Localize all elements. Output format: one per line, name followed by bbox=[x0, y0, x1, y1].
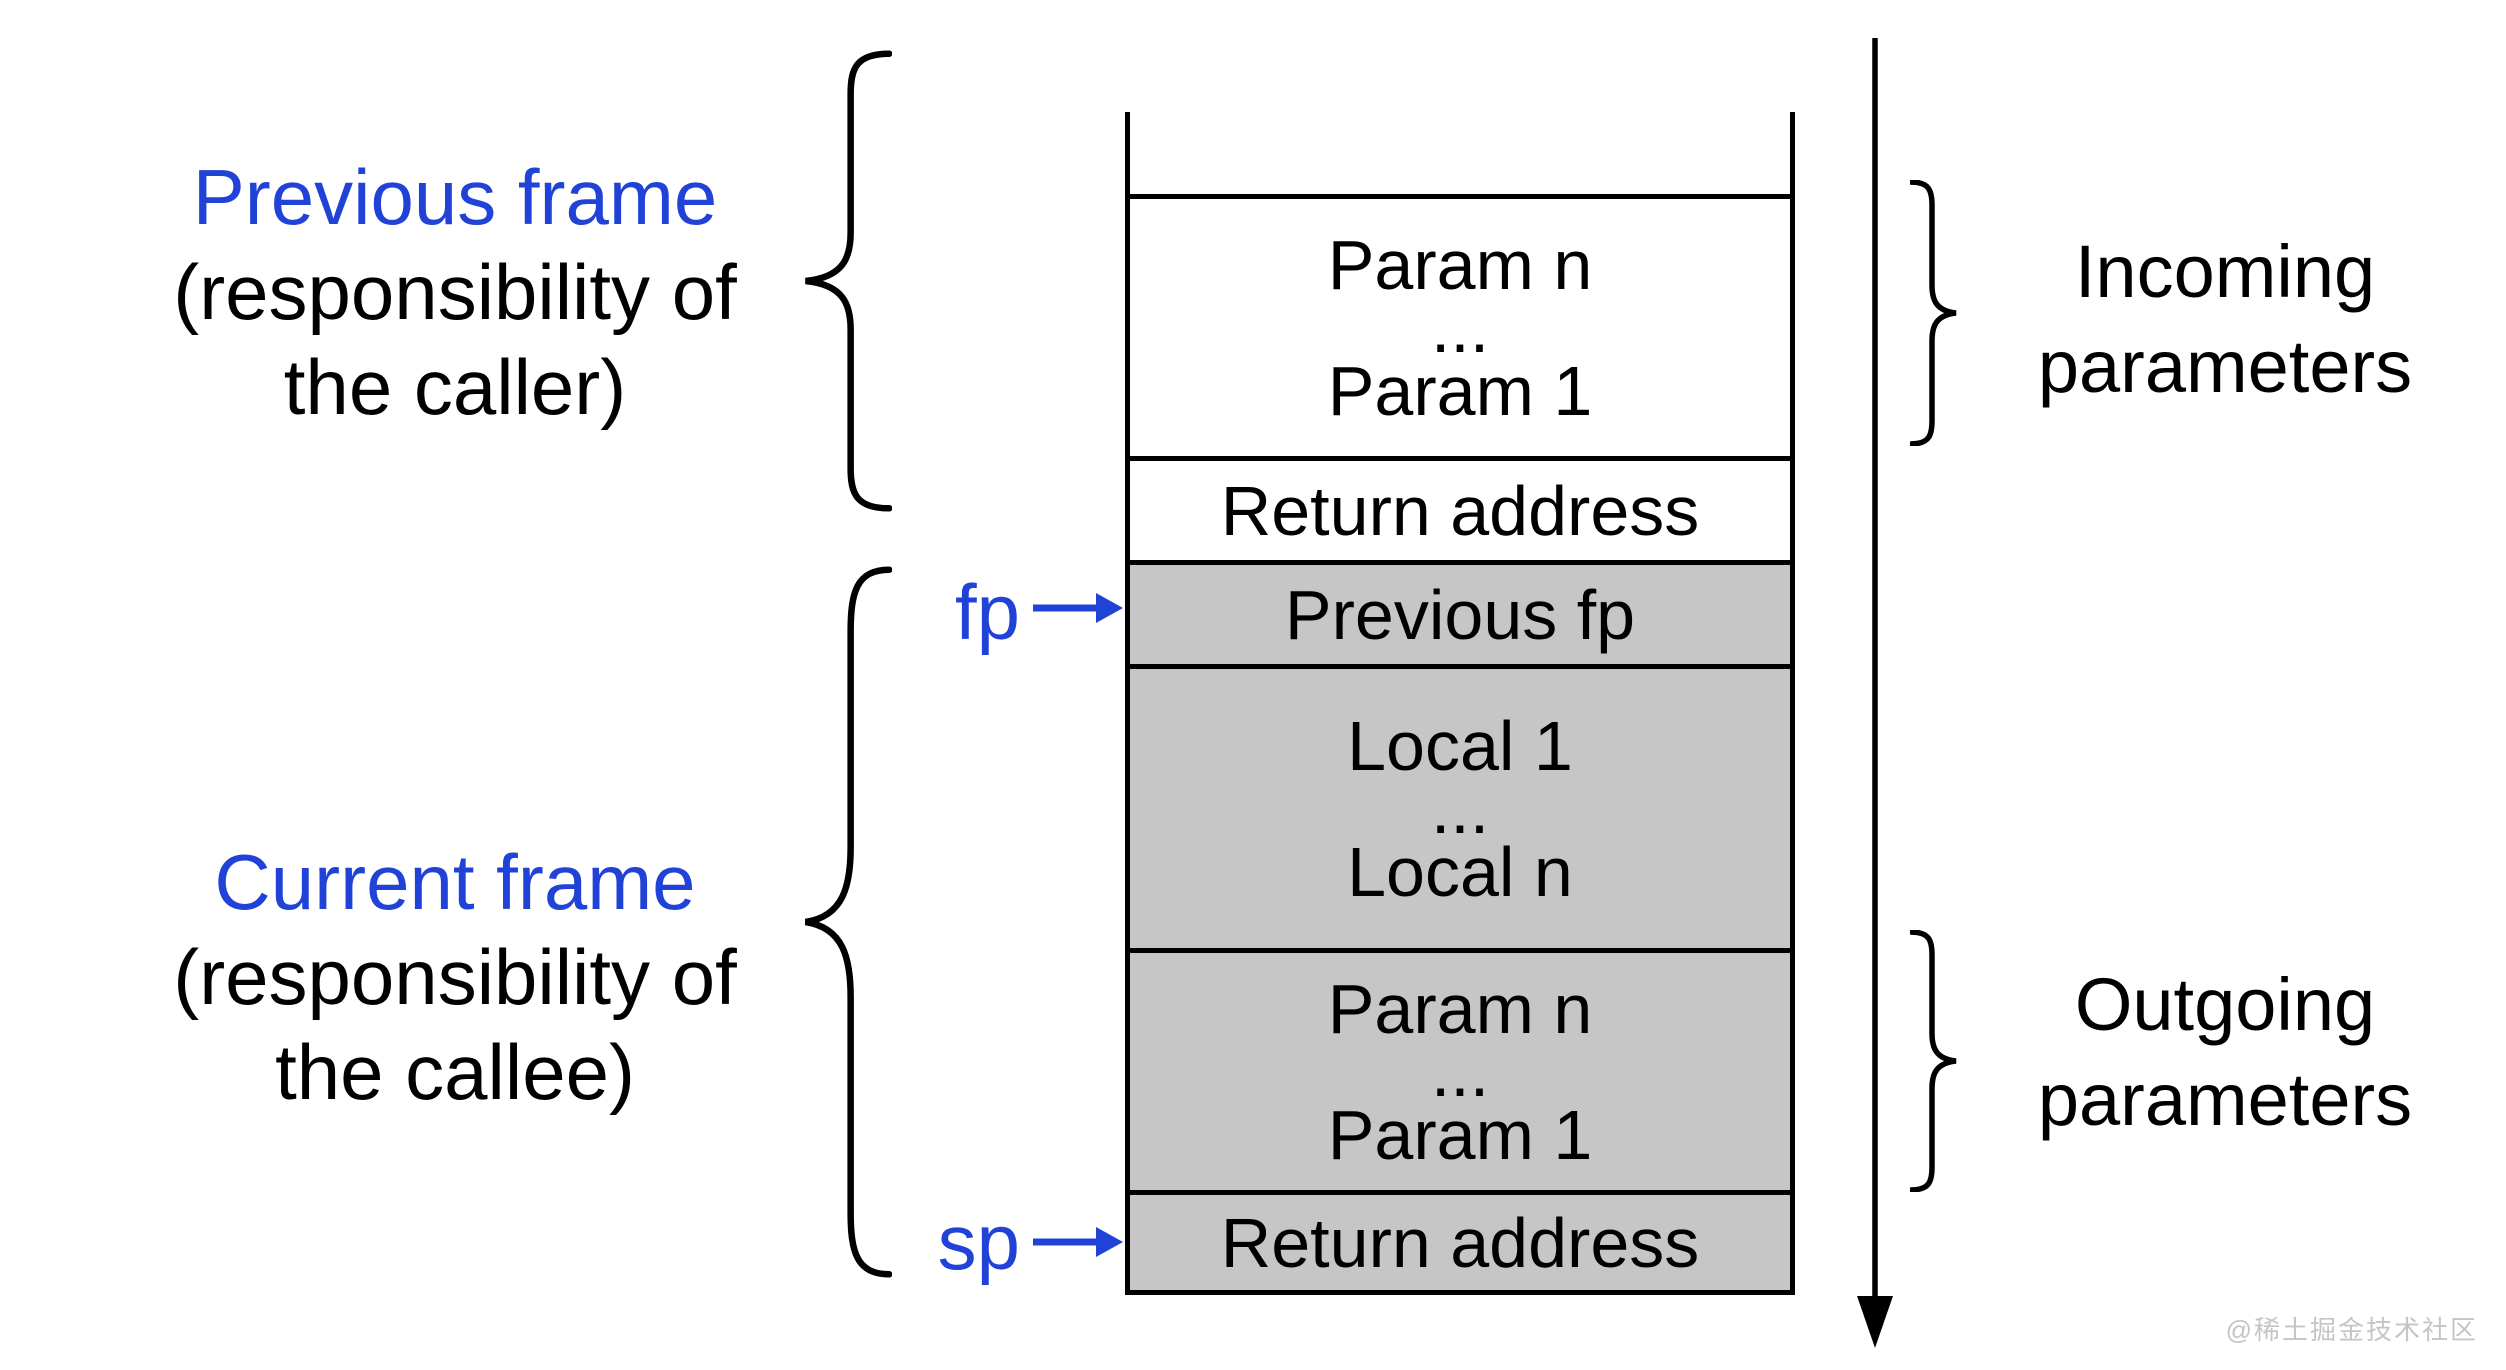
previous-frame-subtitle-2: the caller) bbox=[283, 343, 627, 431]
cell-locals: Local 1 ... Local n bbox=[1130, 664, 1790, 948]
fp-label: fp bbox=[954, 568, 1020, 656]
outgoing-params-brace-icon bbox=[1910, 930, 1960, 1192]
current-frame-subtitle-2: the callee) bbox=[275, 1028, 635, 1116]
cell-ellipsis: ... bbox=[1430, 1032, 1490, 1111]
stack: Param n ... Param 1 Return address Previ… bbox=[1125, 194, 1795, 1295]
fp-arrow-icon bbox=[1033, 593, 1123, 623]
cell-text: Local 1 bbox=[1347, 706, 1573, 785]
cell-previous-fp: Previous fp bbox=[1130, 560, 1790, 664]
current-frame-subtitle-1: (responsibility of bbox=[173, 933, 737, 1021]
previous-frame-brace-icon bbox=[798, 50, 892, 512]
sp-label: sp bbox=[937, 1198, 1020, 1286]
current-frame-brace-icon bbox=[798, 564, 892, 1280]
stack-open-top bbox=[1125, 112, 1795, 194]
stack-growth-arrow-icon bbox=[1857, 38, 1893, 1348]
cell-text: Param 1 bbox=[1327, 1095, 1593, 1174]
incoming-line-1: Incoming bbox=[2074, 230, 2376, 313]
incoming-parameters-label: Incoming parameters bbox=[1990, 224, 2460, 414]
cell-text: Return address bbox=[1220, 471, 1700, 550]
cell-text: Param n bbox=[1327, 969, 1593, 1048]
cell-return-address-caller: Return address bbox=[1130, 456, 1790, 560]
previous-frame-title: Previous frame bbox=[192, 153, 718, 241]
cell-text: Previous fp bbox=[1284, 575, 1636, 654]
cell-text: Return address bbox=[1220, 1203, 1700, 1282]
previous-frame-label: Previous frame (responsibility of the ca… bbox=[115, 150, 795, 435]
outgoing-line-1: Outgoing bbox=[2074, 963, 2376, 1046]
watermark: @稀土掘金技术社区 bbox=[2225, 1315, 2478, 1345]
previous-frame-subtitle-1: (responsibility of bbox=[173, 248, 737, 336]
cell-ellipsis: ... bbox=[1430, 769, 1490, 848]
cell-outgoing-params: Param n ... Param 1 bbox=[1130, 948, 1790, 1190]
outgoing-parameters-label: Outgoing parameters bbox=[1990, 957, 2460, 1147]
cell-text: Local n bbox=[1347, 832, 1573, 911]
current-frame-label: Current frame (responsibility of the cal… bbox=[115, 835, 795, 1120]
outgoing-line-2: parameters bbox=[2037, 1058, 2413, 1141]
incoming-line-2: parameters bbox=[2037, 325, 2413, 408]
cell-return-address-callee: Return address bbox=[1130, 1190, 1790, 1290]
incoming-params-brace-icon bbox=[1910, 180, 1960, 446]
cell-text: Param n bbox=[1327, 225, 1593, 304]
cell-ellipsis: ... bbox=[1430, 288, 1490, 367]
current-frame-title: Current frame bbox=[214, 838, 696, 926]
sp-arrow-icon bbox=[1033, 1227, 1123, 1257]
cell-text: Param 1 bbox=[1327, 351, 1593, 430]
cell-incoming-params: Param n ... Param 1 bbox=[1130, 199, 1790, 456]
